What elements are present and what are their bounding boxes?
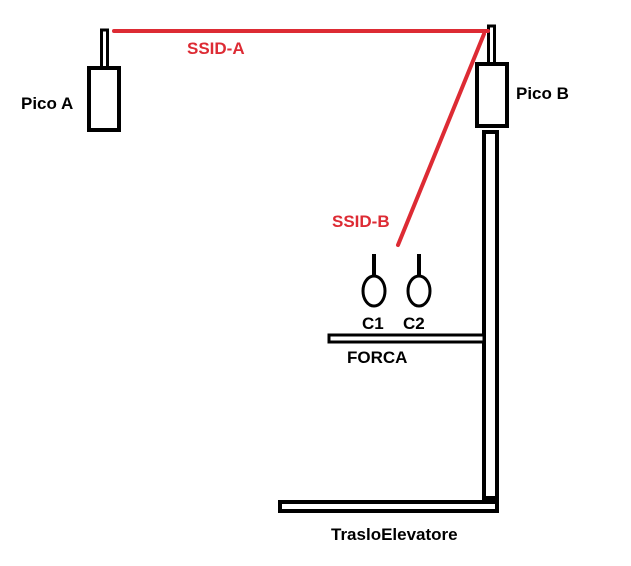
client-c2-device (406, 254, 432, 308)
fork-label: FORCA (347, 348, 408, 367)
client-c1-body (361, 274, 387, 308)
pico-b-label: Pico B (516, 84, 569, 103)
ssid-b-link (396, 32, 486, 247)
pico-a-label: Pico A (21, 94, 74, 113)
client-c1-device (361, 254, 387, 308)
pico-a-antenna (100, 28, 109, 70)
pico-b-body (475, 62, 509, 128)
pico-a-body (87, 66, 121, 132)
elevator-mast (482, 130, 499, 500)
pico-b-device (475, 24, 509, 128)
fork-arm (327, 333, 486, 344)
client-c1-label: C1 (362, 314, 384, 333)
elevator-label: TrasloElevatore (331, 525, 458, 544)
pico-a-device (87, 28, 121, 132)
elevator-base (278, 500, 499, 513)
ssid-a-label: SSID-A (187, 39, 245, 58)
client-c2-body (406, 274, 432, 308)
client-c2-label: C2 (403, 314, 425, 333)
ssid-b-label: SSID-B (332, 212, 390, 231)
